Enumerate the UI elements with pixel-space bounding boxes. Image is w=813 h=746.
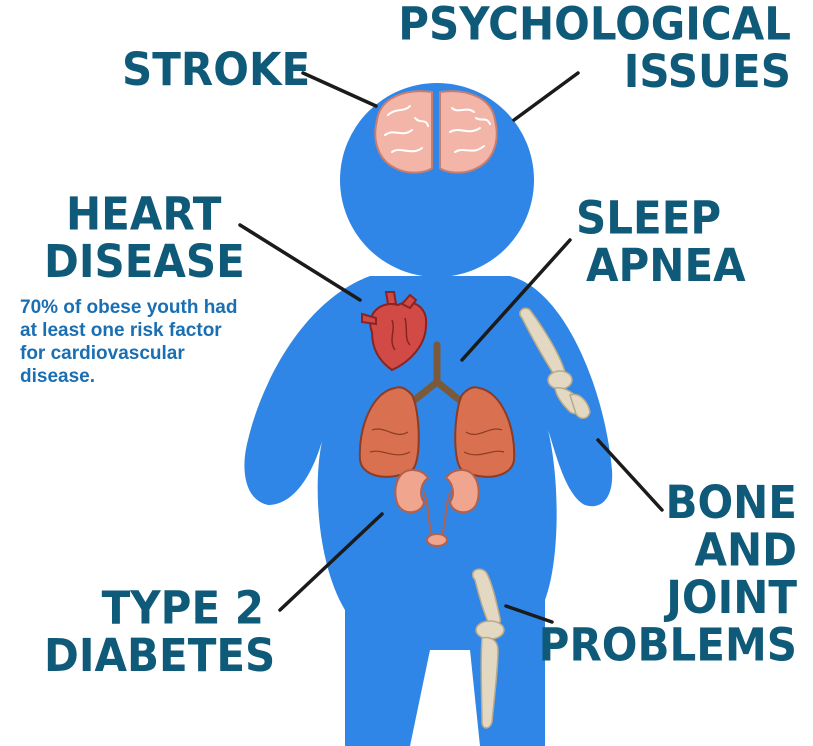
label-psychological-line-1: PSYCHOLOGICAL — [398, 0, 791, 48]
note-line-3: for cardiovascular — [20, 342, 290, 365]
label-diabetes-line-1: TYPE 2 — [44, 584, 264, 632]
note-line-1: 70% of obese youth had — [20, 296, 290, 319]
label-sleep-line-2: APNEA — [576, 242, 746, 290]
label-bone-line-4: PROBLEMS — [539, 622, 797, 670]
label-heart-line-2: DISEASE — [44, 238, 245, 286]
note-line-4: disease. — [20, 365, 290, 388]
label-bone-line-1: BONE — [539, 479, 797, 527]
label-diabetes-line-2: DIABETES — [44, 632, 264, 680]
label-stroke: STROKE — [122, 46, 310, 94]
stroke-pointer — [303, 73, 376, 106]
label-bone-joint-problems: BONE AND JOINT PROBLEMS — [539, 479, 797, 669]
head-shape — [340, 83, 534, 277]
label-heart-line-1: HEART — [44, 190, 245, 238]
label-bone-line-3: JOINT — [539, 574, 797, 622]
heart-pointer — [240, 225, 360, 300]
heart-disease-note: 70% of obese youth had at least one risk… — [20, 296, 290, 388]
note-line-2: at least one risk factor — [20, 319, 290, 342]
label-psychological-line-2: ISSUES — [398, 48, 791, 96]
label-sleep-apnea: SLEEP APNEA — [576, 194, 746, 289]
label-heart-disease: HEART DISEASE — [44, 190, 245, 285]
label-type-2-diabetes: TYPE 2 DIABETES — [44, 584, 264, 679]
label-stroke-text: STROKE — [122, 46, 310, 94]
label-bone-line-2: AND — [539, 526, 797, 574]
label-psychological-issues: PSYCHOLOGICAL ISSUES — [398, 0, 791, 95]
label-sleep-line-1: SLEEP — [576, 194, 746, 242]
